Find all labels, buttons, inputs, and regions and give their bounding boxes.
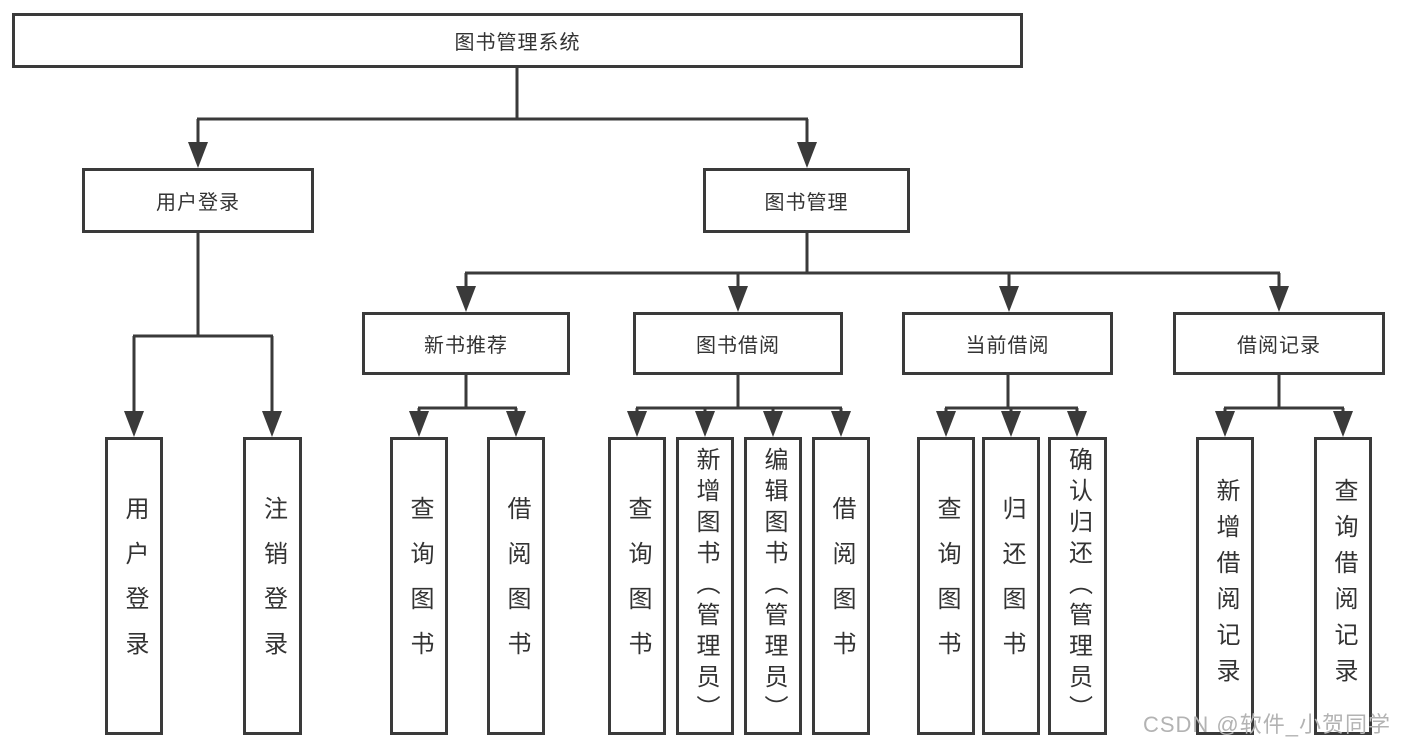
node-leaf-borrow-books-1: 借阅图书 — [487, 437, 545, 735]
node-book-management: 图书管理 — [703, 168, 910, 233]
node-leaf-query-books-2: 查询图书 — [608, 437, 666, 735]
node-label: 查询图书 — [933, 496, 960, 676]
node-label: 借阅记录 — [1237, 335, 1321, 357]
node-current-borrow: 当前借阅 — [902, 312, 1113, 375]
node-leaf-query-borrow-record: 查询借阅记录 — [1314, 437, 1372, 735]
node-label: 新书推荐 — [424, 335, 508, 357]
node-leaf-confirm-return-admin: 确认归还（管理员） — [1048, 437, 1107, 735]
node-label: 查询图书 — [624, 496, 651, 676]
node-label: 编辑图书（管理员） — [760, 446, 787, 726]
node-leaf-borrow-books-2: 借阅图书 — [812, 437, 870, 735]
node-label: 图书管理 — [764, 192, 849, 214]
node-leaf-add-borrow-record: 新增借阅记录 — [1196, 437, 1254, 735]
node-leaf-user-login: 用户登录 — [105, 437, 163, 735]
node-book-borrow: 图书借阅 — [633, 312, 843, 375]
node-user-login-group: 用户登录 — [82, 168, 314, 233]
node-leaf-logout: 注销登录 — [243, 437, 302, 735]
watermark: CSDN @软件_小贺同学 — [1142, 712, 1391, 737]
node-label: 用户登录 — [156, 192, 240, 214]
node-leaf-return-book: 归还图书 — [982, 437, 1040, 735]
node-leaf-query-books-3: 查询图书 — [917, 437, 975, 735]
node-label: 借阅图书 — [828, 496, 855, 676]
arrowheads — [124, 142, 1353, 437]
node-borrow-records: 借阅记录 — [1173, 312, 1385, 375]
node-system-root: 图书管理系统 — [12, 13, 1023, 68]
node-new-book-recommend: 新书推荐 — [362, 312, 570, 375]
node-label: 新增借阅记录 — [1212, 478, 1239, 694]
node-label: 图书管理系统 — [454, 32, 581, 54]
node-label: 借阅图书 — [503, 496, 530, 676]
node-label: 确认归还（管理员） — [1064, 446, 1092, 726]
node-label: 当前借阅 — [965, 335, 1050, 357]
node-leaf-edit-book-admin: 编辑图书（管理员） — [744, 437, 802, 735]
node-label: 归还图书 — [998, 496, 1025, 676]
node-label: 查询借阅记录 — [1330, 478, 1357, 694]
node-leaf-add-book-admin: 新增图书（管理员） — [676, 437, 734, 735]
node-label: 图书借阅 — [696, 335, 780, 357]
node-leaf-query-books-1: 查询图书 — [390, 437, 448, 735]
node-label: 用户登录 — [121, 496, 148, 676]
node-label: 查询图书 — [406, 496, 433, 676]
node-label: 注销登录 — [259, 496, 287, 676]
node-label: 新增图书（管理员） — [692, 446, 719, 726]
